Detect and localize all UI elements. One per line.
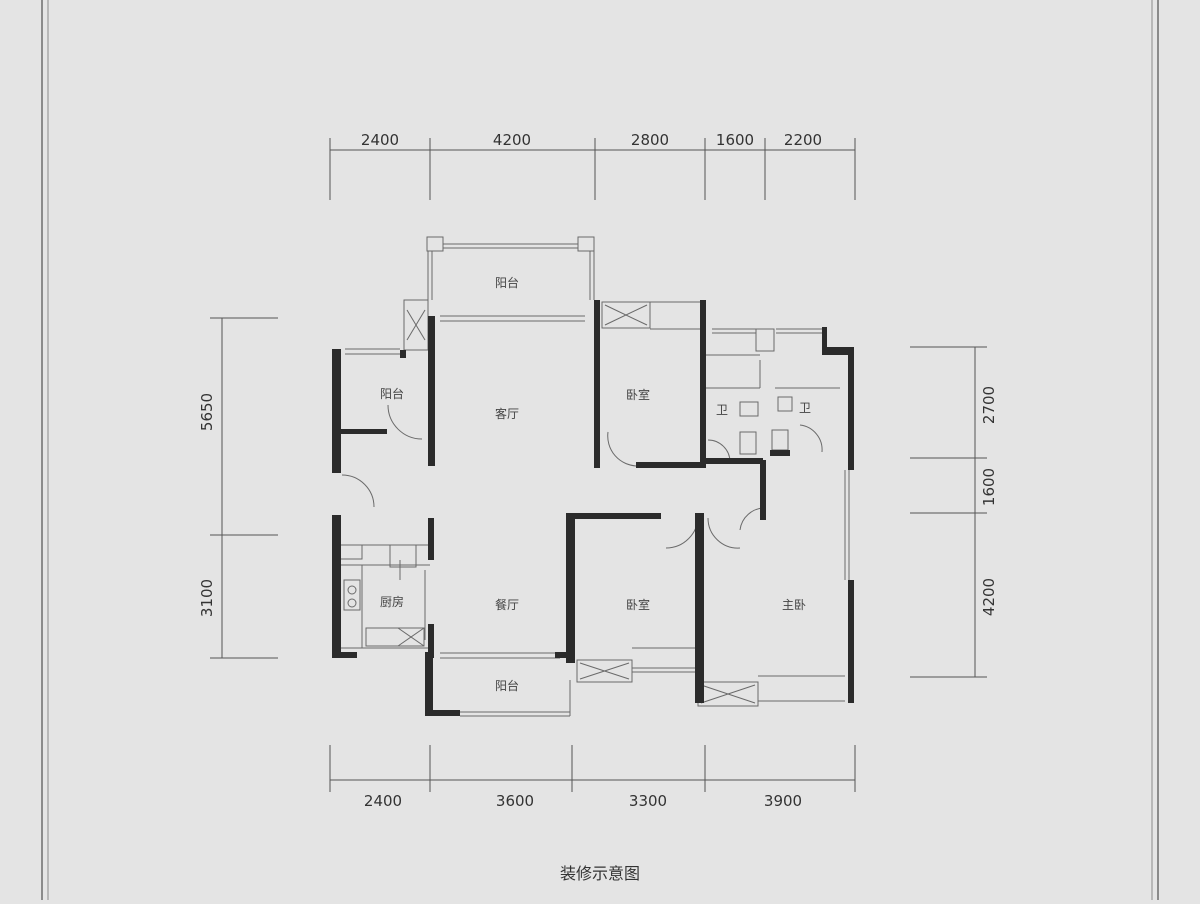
- dim-left-1: 5650: [198, 393, 216, 431]
- room-label-kitchen: 厨房: [380, 594, 404, 609]
- dim-bottom-3: 3300: [629, 792, 667, 810]
- dimension-labels-left: 5650 3100: [198, 393, 216, 617]
- dim-right-2: 1600: [980, 468, 998, 506]
- dim-left-2: 3100: [198, 579, 216, 617]
- room-label-bedroom-bottom: 卧室: [626, 597, 650, 612]
- dim-bottom-2: 3600: [496, 792, 534, 810]
- dim-top-3: 2800: [631, 131, 669, 149]
- room-label-balcony-bottom: 阳台: [495, 678, 519, 693]
- page-frame: [41, 0, 1159, 900]
- door-swings: [341, 404, 823, 549]
- room-label-bathroom-left: 卫: [716, 403, 728, 417]
- dimension-labels-right: 2700 1600 4200: [980, 386, 998, 616]
- room-label-living-room: 客厅: [495, 406, 519, 421]
- room-labels: 阳台 阳台 客厅 卧室 卫 卫 厨房 餐厅 卧室 主卧 阳台: [380, 275, 811, 693]
- dim-top-4: 1600: [716, 131, 754, 149]
- dimension-lines: [210, 138, 987, 792]
- thin-lines: [339, 236, 850, 717]
- dim-top-5: 2200: [784, 131, 822, 149]
- plan-caption: 装修示意图: [559, 864, 640, 883]
- room-label-balcony-left: 阳台: [380, 386, 404, 401]
- dimension-labels-top: 2400 4200 2800 1600 2200: [361, 131, 822, 149]
- room-label-master-bedroom: 主卧: [782, 598, 806, 612]
- room-label-dining-room: 餐厅: [495, 597, 519, 612]
- room-label-balcony-top: 阳台: [495, 275, 519, 290]
- dim-right-1: 2700: [980, 386, 998, 424]
- dim-right-3: 4200: [980, 578, 998, 616]
- room-label-bedroom-top: 卧室: [626, 387, 650, 402]
- dimension-labels-bottom: 2400 3600 3300 3900: [364, 792, 802, 810]
- dim-bottom-1: 2400: [364, 792, 402, 810]
- dim-top-1: 2400: [361, 131, 399, 149]
- dim-bottom-4: 3900: [764, 792, 802, 810]
- walls: [332, 300, 854, 716]
- dim-top-2: 4200: [493, 131, 531, 149]
- room-label-bathroom-right: 卫: [799, 401, 811, 415]
